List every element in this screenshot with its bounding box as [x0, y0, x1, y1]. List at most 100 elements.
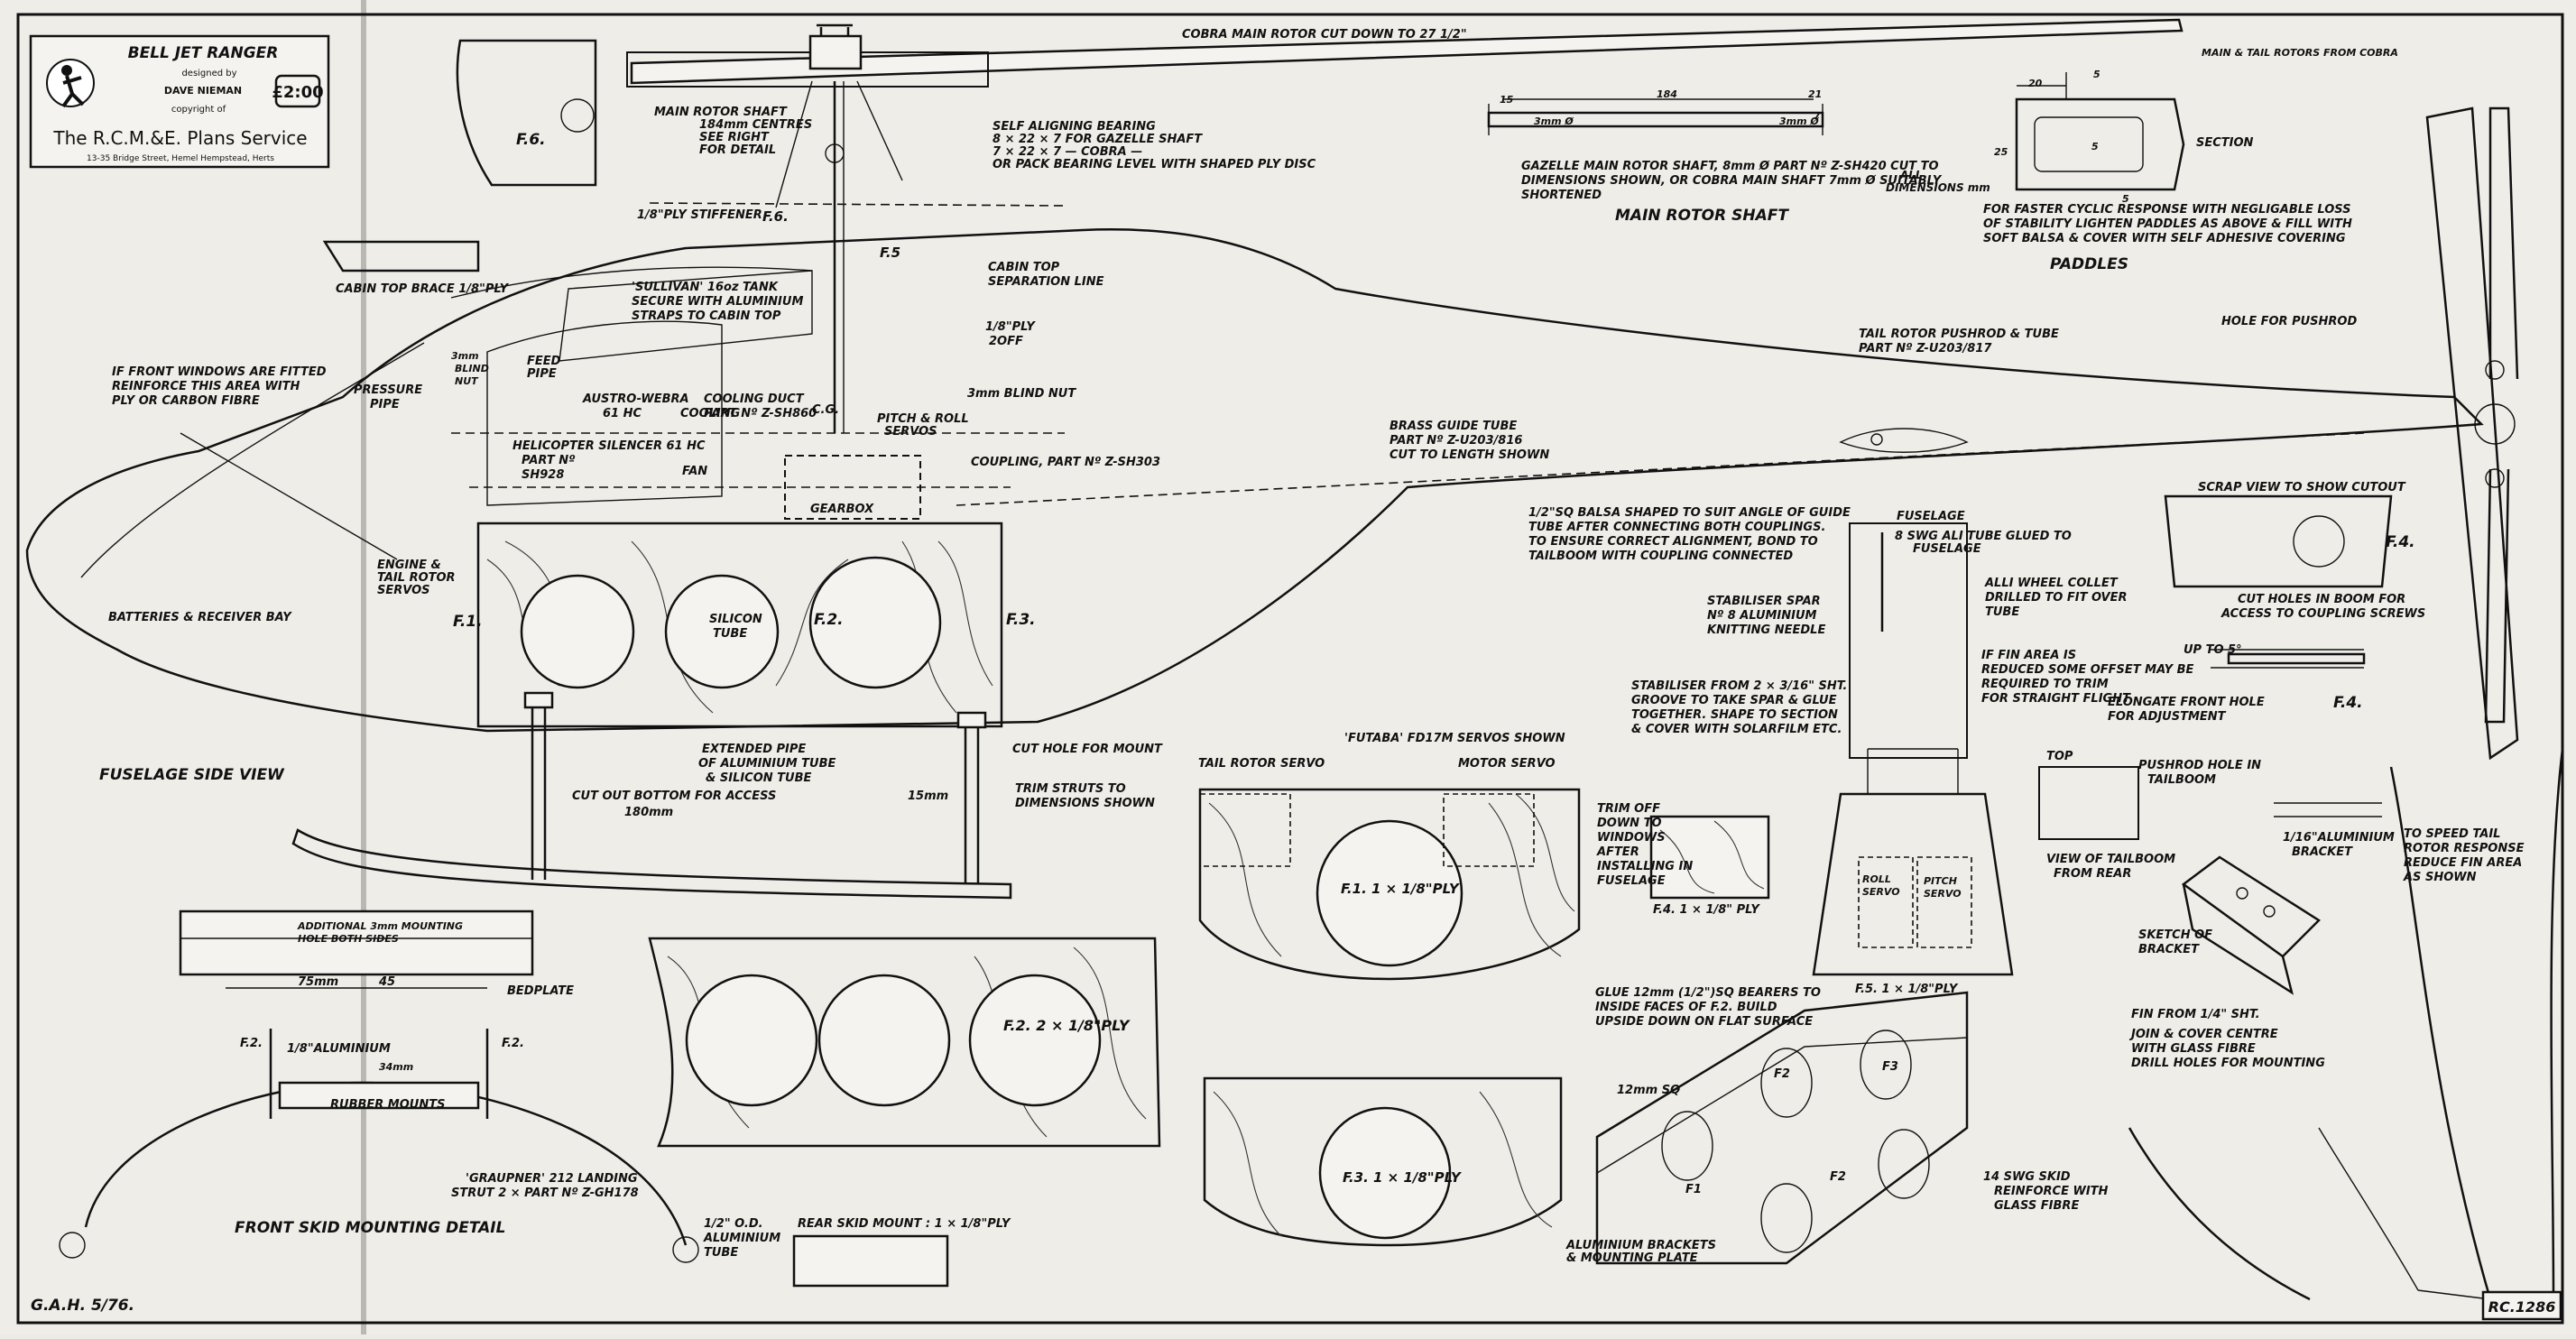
label-f2-former: F.2. 2 × 1/8"PLY [1003, 1017, 1131, 1034]
page-fold [361, 0, 366, 1334]
plan-price: £2:00 [272, 83, 323, 102]
label-shaft-dim-184: 184 [1657, 88, 1677, 100]
label-rubber-mounts: RUBBER MOUNTS [330, 1098, 445, 1112]
label-pitch-roll: PITCH & ROLL [877, 412, 969, 426]
label-cooling-fan: COOLING [680, 407, 741, 420]
label-labels-fin-area-3: FOR STRAIGHT FLIGHT [1981, 692, 2131, 706]
label-labels-silencer-1: PART Nº [522, 454, 576, 467]
label-labels-main-rotor-shaft-note-3: FOR DETAIL [699, 143, 776, 157]
label-main-tail-rotors: MAIN & TAIL ROTORS FROM COBRA [2202, 47, 2398, 59]
label-f5-former: F.5. 1 × 1/8"PLY [1855, 983, 1959, 996]
label-pressure-pipe: PRESSURE [354, 383, 422, 397]
label-labels-bracket-ali-1: BRACKET [2292, 845, 2353, 859]
label-sketch-bracket: SKETCH OF [2138, 928, 2212, 942]
former-f6-part [456, 39, 597, 187]
label-additional-hole: ADDITIONAL 3mm MOUNTING [297, 920, 463, 932]
label-batteries: BATTERIES & RECEIVER BAY [108, 611, 292, 624]
label-silencer: HELICOPTER SILENCER 61 HC [512, 439, 706, 453]
label-main-rotor-shaft: MAIN ROTOR SHAFT [654, 106, 788, 119]
label-front-skid: FRONT SKID MOUNTING DETAIL [235, 1219, 505, 1237]
label-labels-aluminium-tube-2: TUBE [704, 1246, 738, 1260]
label-main-rotor-shaft-title: MAIN ROTOR SHAFT [1615, 207, 1789, 225]
label-labels-graupner-1: STRUT 2 × PART Nº Z-GH178 [451, 1187, 639, 1200]
label-front-windows: IF FRONT WINDOWS ARE FITTED [112, 365, 327, 379]
label-silicon-tube: SILICON [709, 613, 762, 626]
label-labels-bearing-1: 8 × 22 × 7 FOR GAZELLE SHAFT [993, 133, 1203, 146]
label-labels-trim-off-5: FUSELAGE [1597, 874, 1666, 888]
label-labels-balsa-3: TAILBOOM WITH COUPLING CONNECTED [1528, 549, 1793, 563]
label-labels-sketch-bracket-1: BRACKET [2138, 943, 2200, 956]
label-labels-pitch-servo-1: SERVO [1924, 888, 1962, 900]
label-box-f1: F1 [1685, 1183, 1702, 1196]
label-labels-wheel-collet-2: TUBE [1985, 605, 2019, 619]
label-graupner: 'GRAUPNER' 212 LANDING [466, 1172, 638, 1186]
label-labels-fin-from-3: DRILL HOLES FOR MOUNTING [2131, 1057, 2325, 1070]
label-paddle-dim-20: 20 [2028, 78, 2043, 89]
former-f5 [1812, 522, 2014, 976]
label-labels-bearing-3: OR PACK BEARING LEVEL WITH SHAPED PLY DI… [993, 158, 1316, 171]
label-3mm-dia-a: 3mm Ø [1534, 115, 1574, 127]
cabin-top-brace [322, 240, 480, 272]
label-trim-struts: TRIM STRUTS TO [1015, 782, 1126, 796]
label-bearing: SELF ALIGNING BEARING [993, 120, 1156, 134]
label-f4-fin: F.4. [2333, 694, 2363, 712]
label-swg-tube: 8 SWG ALI TUBE GLUED TO [1895, 530, 2072, 543]
label-skid-reinforce: 14 SWG SKID [1983, 1170, 2071, 1184]
label-labels-trim-off-3: AFTER [1596, 845, 1639, 859]
label-tank: 'SULLIVAN' 16oz TANK [632, 281, 779, 294]
label-labels-ply-2off-1: 2OFF [989, 335, 1023, 348]
label-f6-mid: F.6. [762, 208, 789, 225]
label-engine-servos: ENGINE & [377, 559, 441, 572]
label-labels-trim-struts-1: DIMENSIONS SHOWN [1015, 797, 1155, 810]
label-3mm-dia-b: 3mm Ø [1779, 115, 1819, 127]
label-12mm-sq: 12mm SQ [1617, 1084, 1680, 1097]
glass-fibre-skid [2128, 1127, 2311, 1301]
label-cut-out: CUT OUT BOTTOM FOR ACCESS [572, 790, 776, 803]
label-f5-top: F.5 [880, 245, 900, 261]
label-paddles-note: FOR FASTER CYCLIC RESPONSE WITH NEGLIGAB… [1983, 203, 2351, 217]
label-labels-tank-2: STRAPS TO CABIN TOP [632, 309, 781, 323]
label-labels-stab-spar-1: Nº 8 ALUMINIUM [1707, 609, 1817, 623]
label-dim-45: 45 [378, 975, 395, 989]
label-f4-former: F.4. 1 × 1/8" PLY [1653, 903, 1760, 917]
service-address: 13-35 Bridge Street, Hemel Hempstead, He… [87, 154, 274, 163]
label-labels-trim-off-4: INSTALLING IN [1597, 860, 1693, 873]
label-top: TOP [2046, 750, 2073, 763]
label-labels-fin-area-1: REDUCED SOME OFFSET MAY BE [1981, 663, 2194, 677]
label-labels-gazelle-shaft-1: DIMENSIONS SHOWN, OR COBRA MAIN SHAFT 7m… [1521, 174, 1943, 188]
label-labels-extended-pipe-1: OF ALUMINIUM TUBE [698, 757, 836, 771]
label-labels-main-rotor-shaft-note-2: SEE RIGHT [699, 131, 770, 144]
label-wheel-collet: ALLI WHEEL COLLET [1984, 577, 2119, 590]
label-labels-fin-from-2: WITH GLASS FIBRE [2131, 1042, 2256, 1056]
label-paddle-dim-5c: 5 [2122, 193, 2129, 205]
front-skid-detail [59, 910, 699, 1263]
label-brass-guide: BRASS GUIDE TUBE [1390, 420, 1517, 433]
label-paddle-dim-25: 25 [1994, 146, 2008, 158]
label-f1-former: F.1. 1 × 1/8"PLY [1341, 881, 1461, 897]
plans-service: The R.C.M.&E. Plans Service [52, 127, 307, 149]
label-labels-paddles-note-2: SOFT BALSA & COVER WITH SELF ADHESIVE CO… [1983, 232, 2346, 245]
title-block: BELL JET RANGER designed by DAVE NIEMAN … [29, 34, 330, 169]
label-f3-former: F.3. 1 × 1/8"PLY [1343, 1169, 1463, 1186]
main-rotor [626, 18, 2184, 433]
label-labels-cut-holes-1: ACCESS TO COUPLING SCREWS [2221, 607, 2425, 621]
label-stab-from: STABILISER FROM 2 × 3/16" SHT. [1631, 679, 1847, 693]
label-labels-tank-1: SECURE WITH ALUMINIUM [632, 295, 803, 309]
paddle-detail [2015, 72, 2185, 191]
label-drawing-number: RC.1286 [2488, 1298, 2556, 1316]
label-paddle-dim-5a: 5 [2093, 69, 2101, 80]
label-stiffener: 1/8"PLY STIFFENER [637, 208, 762, 222]
label-cut-hole: CUT HOLE FOR MOUNT [1012, 743, 1163, 756]
label-bracket-ali: 1/16"ALUMINIUM [2283, 831, 2395, 845]
label-ply-2off: 1/8"PLY [985, 320, 1036, 334]
label-labels-pitch-roll-1: SERVOS [884, 425, 937, 439]
label-gah: G.A.H. 5/76. [31, 1297, 134, 1315]
label-roll-servo: ROLL [1862, 873, 1891, 885]
label-labels-glue-bearers-1: INSIDE FACES OF F.2. BUILD [1595, 1001, 1777, 1014]
label-labels-trim-off-2: WINDOWS [1597, 831, 1666, 845]
label-labels-feed-pipe-1: PIPE [527, 367, 557, 381]
label-pitch-servo: PITCH [1924, 875, 1957, 887]
label-labels-cooling-duct-1: PART Nº Z-SH860 [704, 407, 817, 420]
label-labels-blind-nut-left-1: BLIND [455, 363, 489, 374]
label-labels-engine-servos-1: TAIL ROTOR [377, 571, 456, 585]
